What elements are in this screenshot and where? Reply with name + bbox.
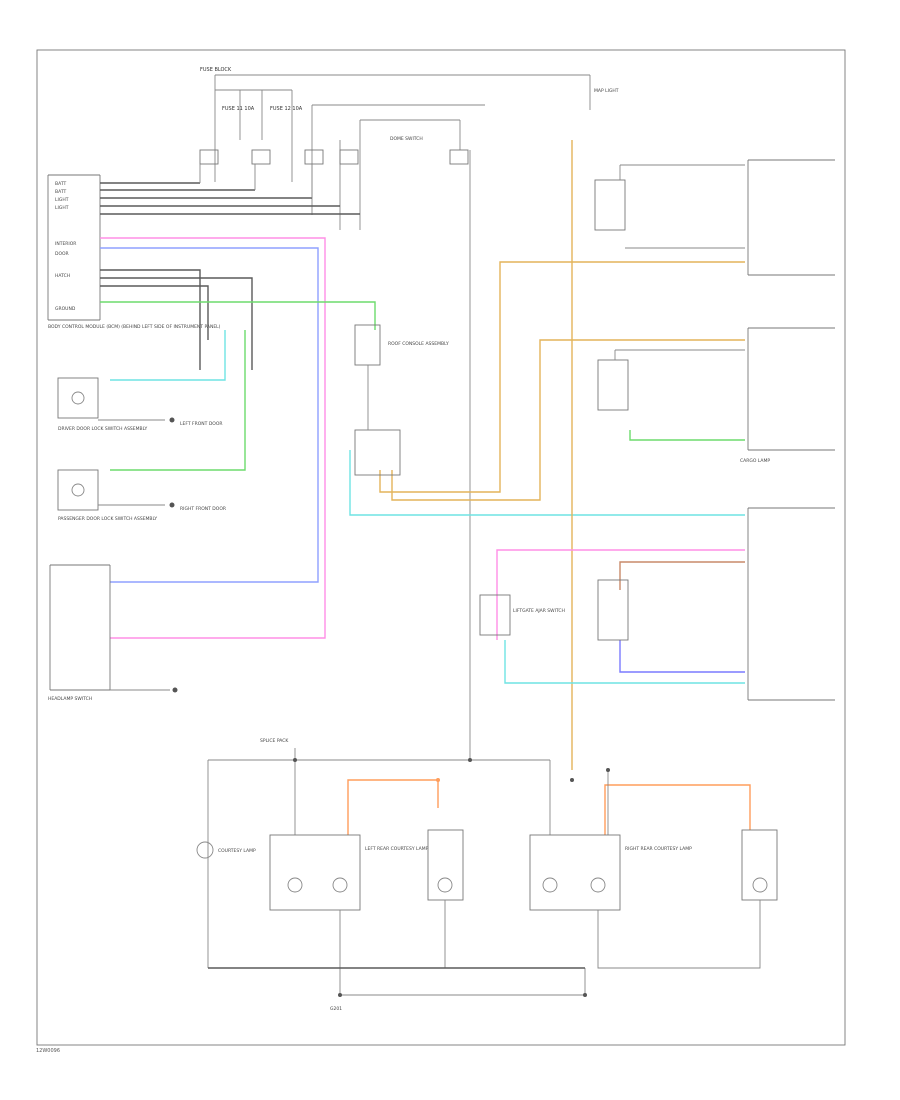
right-rear-lamp-label: RIGHT REAR COURTESY LAMP [625,846,692,852]
bcm-pin-light-1: LIGHT [55,197,69,203]
ground-label: G201 [330,1006,342,1012]
bcm-pin-door: DOOR [55,251,69,257]
right-front-door-label: RIGHT FRONT DOOR [180,506,226,512]
diagram-frame [36,49,846,1046]
splice-label: SPLICE PACK [260,738,289,744]
fuse-block-label: FUSE BLOCK [200,67,232,73]
driver-door-label: DRIVER DOOR LOCK SWITCH ASSEMBLY [58,426,148,432]
dome-switch-label: DOME SWITCH [390,136,423,142]
courtesy-lamp-label: COURTESY LAMP [218,848,256,854]
bcm-label: BODY CONTROL MODULE (BCM) (BEHIND LEFT S… [48,324,221,330]
bcm-pin-light-2: LIGHT [55,205,69,211]
bcm-pin-hatch: HATCH [55,273,70,279]
bcm-pin-batt-2: BATT [55,189,66,195]
left-front-door-label: LEFT FRONT DOOR [180,421,223,427]
fuse-block: FUSE BLOCK FUSE 11 10A FUSE 12 10A DOME … [199,67,619,760]
bcm-pin-interior: INTERIOR [55,241,76,247]
right-connectors: CARGO LAMP LIFTGATE AJAR SWITCH [479,159,835,701]
left-rear-lamp-label: LEFT REAR COURTESY LAMP [365,846,429,852]
left-door-switches: DRIVER DOOR LOCK SWITCH ASSEMBLY LEFT FR… [48,377,226,702]
passenger-door-label: PASSENGER DOOR LOCK SWITCH ASSEMBLY [58,516,157,522]
bcm-pin-batt-1: BATT [55,181,66,187]
colored-wires [100,140,751,835]
headlamp-switch-label: HEADLAMP SWITCH [48,696,92,702]
roof-console-label: ROOF CONSOLE ASSEMBLY [388,341,449,347]
body-control-module: BATT BATT LIGHT LIGHT INTERIOR DOOR HATC… [47,164,360,330]
bcm-pin-ground: GROUND [55,306,76,312]
liftgate-label: LIFTGATE AJAR SWITCH [513,608,565,614]
lamp-section: SPLICE PACK COURTESY LAMP LEFT REAR COUR… [196,738,778,1012]
diagram-code: 12W0096 [36,1048,61,1054]
cargo-lamp-label: CARGO LAMP [740,458,770,464]
junction-dots [293,758,610,782]
fuse-12-label: FUSE 12 10A [270,106,303,112]
roof-console: ROOF CONSOLE ASSEMBLY [354,324,449,476]
map-light-label: MAP LIGHT [594,88,619,94]
fuse-11-label: FUSE 11 10A [222,106,255,112]
